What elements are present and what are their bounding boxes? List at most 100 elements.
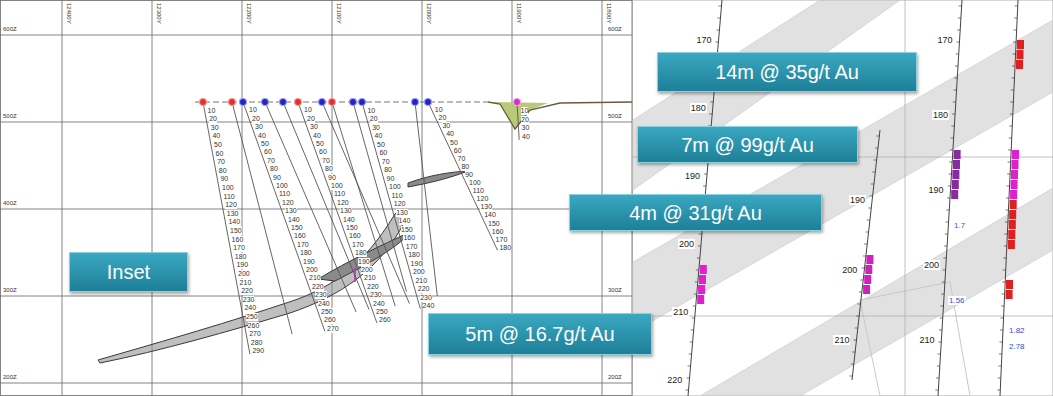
depth-label: 20 xyxy=(307,115,315,123)
depth-tick xyxy=(853,340,856,341)
depth-tick xyxy=(863,256,866,257)
depth-label: 90 xyxy=(328,174,336,182)
depth-tick xyxy=(938,354,941,355)
depth-label: 40 xyxy=(212,132,220,140)
depth-tick xyxy=(935,390,938,391)
depth-label: 60 xyxy=(216,150,224,158)
depth-label: 40 xyxy=(258,132,266,140)
depth-tick xyxy=(1001,318,1004,319)
depth-tick xyxy=(951,138,954,139)
callout-text: 4m @ 31g/t Au xyxy=(629,201,762,225)
depth-label: 10 xyxy=(304,106,312,114)
assay-bar xyxy=(1017,50,1024,59)
grid-label: 12400Y xyxy=(65,3,72,24)
grid-label: 11800Y xyxy=(605,3,612,23)
depth-tick xyxy=(940,318,943,319)
depth-tick xyxy=(1004,246,1007,247)
depth-label: 110 xyxy=(279,190,290,198)
assay-bar xyxy=(1009,220,1016,229)
depth-label: 190 xyxy=(849,195,866,205)
depth-tick xyxy=(1009,126,1012,127)
depth-label: 40 xyxy=(375,132,383,140)
depth-tick xyxy=(1012,66,1015,67)
depth-label: 50 xyxy=(214,141,222,149)
depth-label: 120 xyxy=(337,199,349,207)
depth-label: 120 xyxy=(477,195,489,203)
depth-label: 180 xyxy=(690,103,707,113)
depth-label: 50 xyxy=(316,140,324,148)
depth-tick xyxy=(870,196,873,197)
depth-label: 150 xyxy=(488,220,500,228)
depth-tick xyxy=(945,234,948,235)
depth-label: 110 xyxy=(391,192,402,200)
depth-tick xyxy=(1006,198,1009,199)
depth-tick xyxy=(695,282,698,283)
depth-tick xyxy=(689,354,692,355)
assay-bar xyxy=(699,275,706,284)
assay-bar xyxy=(863,285,870,294)
depth-tick xyxy=(952,114,955,115)
depth-label: 80 xyxy=(219,167,227,175)
depth-tick xyxy=(958,18,961,19)
depth-label: 120 xyxy=(282,199,294,207)
depth-label: 30 xyxy=(442,122,450,130)
grid-label: 12000Y xyxy=(425,3,432,24)
depth-label: 180 xyxy=(355,249,367,257)
depth-label: 90 xyxy=(465,171,473,179)
depth-label: 150 xyxy=(401,226,413,234)
depth-label: 140 xyxy=(228,218,240,226)
depth-tick xyxy=(859,292,862,293)
depth-tick xyxy=(956,42,959,43)
depth-label: 10 xyxy=(435,106,443,114)
depth-tick xyxy=(718,6,721,7)
depth-label: 30 xyxy=(255,123,263,131)
depth-tick xyxy=(687,378,690,379)
grid-label: 12200Y xyxy=(245,3,252,24)
depth-label: 220 xyxy=(418,285,430,293)
assay-bar xyxy=(1010,190,1017,199)
depth-label: 110 xyxy=(334,190,345,198)
depth-label: 150 xyxy=(230,227,242,235)
grid-label: 11900Y xyxy=(515,3,522,23)
assay-bar xyxy=(698,285,705,294)
grid-label: 200Z xyxy=(608,374,622,381)
depth-label: 110 xyxy=(473,187,484,195)
depth-tick xyxy=(862,268,865,269)
depth-label: 220 xyxy=(666,375,683,385)
drill-trace xyxy=(1000,0,1018,396)
depth-tick xyxy=(999,342,1002,343)
depth-tick xyxy=(1002,282,1005,283)
depth-tick xyxy=(948,186,951,187)
callout-text: 5m @ 16.7g/t Au xyxy=(465,322,614,346)
depth-label: 200 xyxy=(413,268,425,276)
depth-label: 140 xyxy=(484,211,496,219)
depth-tick xyxy=(868,208,871,209)
depth-label: 200 xyxy=(841,265,858,275)
grid-label: 500Z xyxy=(3,113,17,120)
depth-label: 180 xyxy=(300,249,312,257)
callout-text: 14m @ 35g/t Au xyxy=(715,60,859,84)
depth-label: 20 xyxy=(370,115,378,123)
depth-tick xyxy=(855,328,858,329)
assay-bar xyxy=(697,295,704,304)
depth-tick xyxy=(709,114,712,115)
depth-tick xyxy=(1005,210,1008,211)
assay-bar xyxy=(1009,210,1016,219)
depth-tick xyxy=(860,280,863,281)
assay-bar xyxy=(1006,290,1013,299)
depth-label: 100 xyxy=(331,182,343,190)
depth-label: 230 xyxy=(315,291,327,299)
depth-label: 210 xyxy=(240,279,252,287)
depth-tick xyxy=(937,366,940,367)
assay-bar xyxy=(865,265,872,274)
depth-tick xyxy=(871,184,874,185)
depth-label: 250 xyxy=(246,313,258,321)
depth-tick xyxy=(943,258,946,259)
depth-tick xyxy=(999,354,1002,355)
callout-text: 7m @ 99g/t Au xyxy=(681,133,814,157)
depth-label: 80 xyxy=(461,163,469,171)
depth-label: 130 xyxy=(480,203,492,211)
callout-box: 4m @ 31g/t Au xyxy=(569,194,822,231)
depth-label: 210 xyxy=(364,274,376,282)
assay-bar xyxy=(1017,40,1024,49)
